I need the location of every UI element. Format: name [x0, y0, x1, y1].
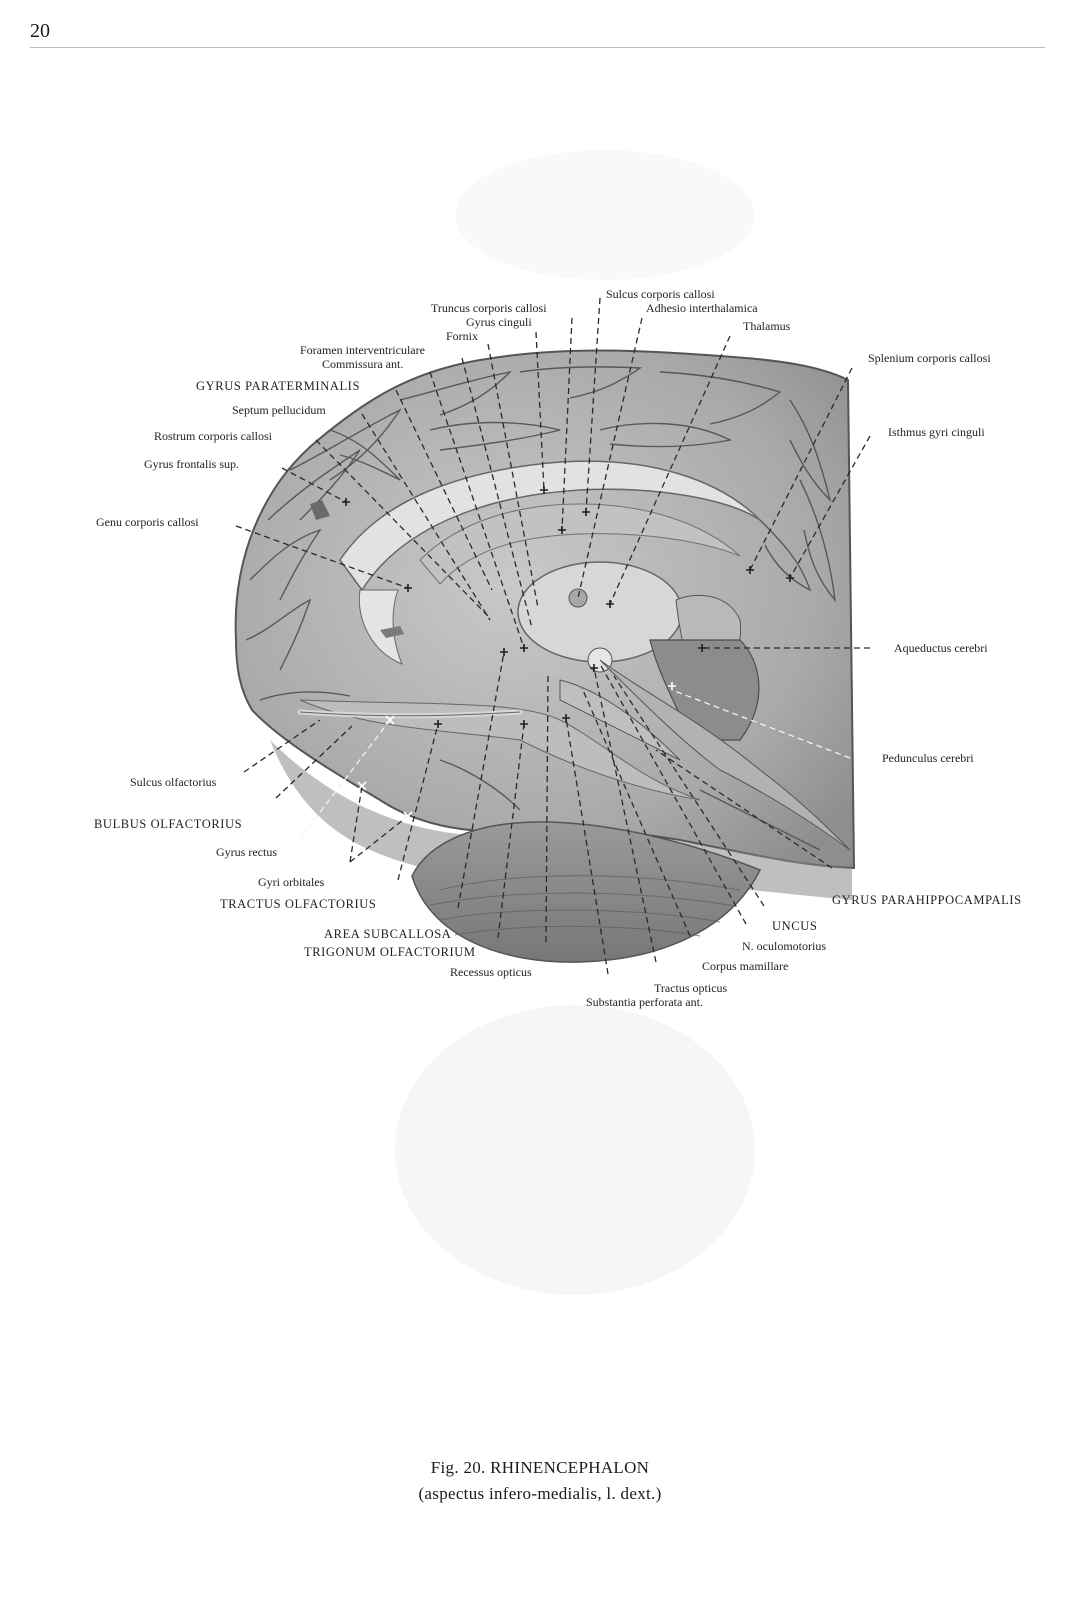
label-n-oculomotorius: N. oculomotorius: [742, 939, 826, 953]
label-uncus: UNCUS: [772, 919, 817, 933]
figure-labels: Sulcus corporis callosi Truncus corporis…: [94, 287, 1022, 1009]
label-truncus-corporis-callosi: Truncus corporis callosi: [431, 301, 547, 315]
pin-marks: [342, 486, 794, 821]
label-bulbus-olfactorius: BULBUS OLFACTORIUS: [94, 817, 242, 831]
orbital-surface: [299, 699, 701, 801]
label-gyrus-frontalis-sup: Gyrus frontalis sup.: [144, 457, 239, 471]
label-isthmus-gyri-cinguli: Isthmus gyri cinguli: [888, 425, 985, 439]
label-commissura-ant: Commissura ant.: [322, 357, 403, 371]
label-pedunculus-cerebri: Pedunculus cerebri: [882, 751, 974, 765]
leader-lines: [235, 297, 871, 975]
septum-region: [419, 503, 741, 585]
midbrain-peduncle: [649, 639, 760, 741]
label-foramen-interventriculare: Foramen interventriculare: [300, 343, 425, 357]
label-tractus-olfactorius: TRACTUS OLFACTORIUS: [220, 897, 376, 911]
label-substantia-perforata-ant: Substantia perforata ant.: [586, 995, 703, 1009]
label-trigonum-olfactorium: TRIGONUM OLFACTORIUM: [304, 945, 476, 959]
label-genu-corporis-callosi: Genu corporis callosi: [96, 515, 199, 529]
label-tractus-opticus: Tractus opticus: [654, 981, 728, 995]
label-gyrus-rectus: Gyrus rectus: [216, 845, 277, 859]
adhesio-region: [568, 588, 588, 608]
label-adhesio-interthalamica: Adhesio interthalamica: [646, 301, 758, 315]
label-gyri-orbitales: Gyri orbitales: [258, 875, 325, 889]
brain-specimen: [234, 349, 856, 963]
show-through-shadow: [395, 1005, 755, 1295]
label-gyrus-cinguli: Gyrus cinguli: [466, 315, 532, 329]
label-aqueductus-cerebri: Aqueductus cerebri: [894, 641, 988, 655]
label-gyrus-paraterminalis: GYRUS PARATERMINALIS: [196, 379, 360, 393]
label-area-subcallosa: AREA SUBCALLOSA: [324, 927, 451, 941]
genu-rostrum: [358, 589, 403, 665]
label-rostrum-corporis-callosi: Rostrum corporis callosi: [154, 429, 273, 443]
label-gyrus-parahippocampalis: GYRUS PARAHIPPOCAMPALIS: [832, 893, 1022, 907]
label-splenium-corporis-callosi: Splenium corporis callosi: [868, 351, 991, 365]
label-fornix: Fornix: [446, 329, 478, 343]
label-sulcus-olfactorius: Sulcus olfactorius: [130, 775, 217, 789]
figure-caption-subtitle: (aspectus infero-medialis, l. dext.): [418, 1484, 662, 1503]
gyrus-marking: [310, 500, 330, 520]
page-number: 20: [30, 20, 50, 42]
figure-caption-title: Fig. 20. RHINENCEPHALON: [430, 1458, 650, 1477]
header-rule: [30, 47, 1045, 48]
label-sulcus-corporis-callosi: Sulcus corporis callosi: [606, 287, 715, 301]
label-corpus-mamillare: Corpus mamillare: [702, 959, 788, 973]
label-recessus-opticus: Recessus opticus: [450, 965, 532, 979]
label-septum-pellucidum: Septum pellucidum: [232, 403, 326, 417]
parahippocampal-region: [599, 659, 851, 851]
label-thalamus: Thalamus: [743, 319, 791, 333]
cortical-sulci: [245, 366, 836, 851]
gyrus-marking: [380, 626, 404, 638]
optic-tract-region: [559, 679, 681, 761]
show-through-shadow: [455, 150, 755, 280]
